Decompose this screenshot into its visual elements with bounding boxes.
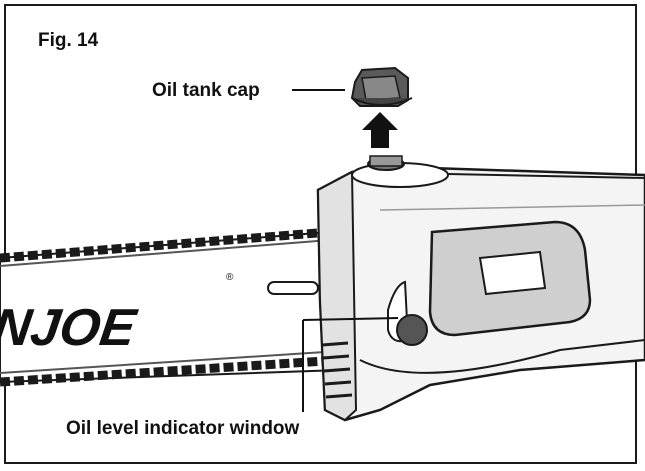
oil-tank-cap-graphic [350,66,413,107]
saw-body [316,162,645,422]
filler-neck [367,155,405,171]
oil-level-window-graphic [387,280,428,346]
registered-mark: ® [226,272,234,283]
up-arrow-icon [362,112,398,148]
guide-bar [0,227,342,387]
oil-level-window-label: Oil level indicator window [66,418,300,439]
window-leader-line-top [302,317,399,321]
brand-logo: UNJOE [0,299,141,357]
figure-label: Fig. 14 [38,30,99,51]
oil-tank-cap-label: Oil tank cap [152,80,260,101]
